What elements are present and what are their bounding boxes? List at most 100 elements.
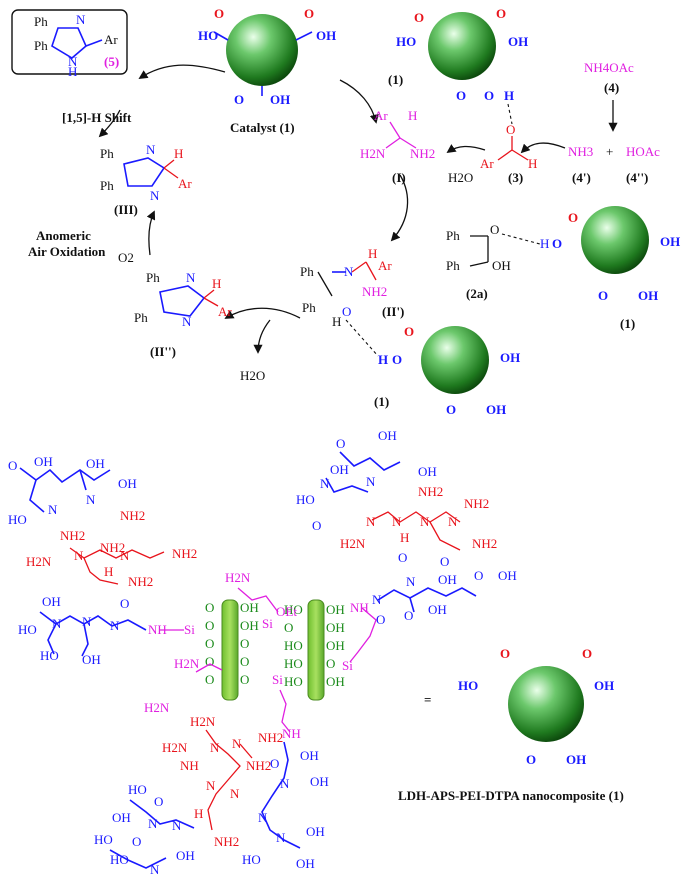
dtpa-pei-left: O OH OH OH HO N N NH2 NH2 H2N NH2 NH2 NH… (8, 454, 197, 667)
product-nh: N (68, 54, 78, 69)
ii2-n: N (186, 270, 196, 285)
cycle-arrow-shift (98, 109, 121, 138)
db-n-1: N (210, 740, 220, 755)
catr-oh: OH (508, 34, 528, 49)
dr-n-7: N (406, 574, 416, 589)
db-oh-2: OH (310, 774, 329, 789)
surf-o-9: O (284, 620, 293, 635)
db-oh-3: OH (306, 824, 325, 839)
intermediate-I: Ar H H2N NH2 (I) (360, 108, 435, 185)
catalyst-ball-icon (508, 666, 584, 742)
cycle-arrow-right (390, 174, 409, 242)
benzoin-ph-top: Ph (446, 228, 460, 243)
si-1: Si (184, 622, 195, 637)
dr-oh-4: OH (438, 572, 457, 587)
db-oh-4: OH (296, 856, 315, 871)
catalyst-ball-icon (581, 206, 649, 274)
iii-ar: Ar (178, 176, 192, 191)
catalyst-center: HO O OH O O OH Catalyst (1) (198, 6, 336, 135)
surf-o-3: O (205, 636, 214, 651)
nh4oac-label: (4) (604, 80, 619, 95)
ii1-o: O (342, 304, 351, 319)
aps-nh2-1: H2N (174, 656, 200, 671)
hoac-label: (4'') (626, 170, 648, 185)
surf-oh-3: OH (326, 602, 345, 617)
dl-nh2-2: NH2 (120, 508, 145, 523)
db-nh2-2: NH2 (246, 758, 271, 773)
dtpa-pei-bottom: H2N H2N NH N N NH2 NH2 N N H NH2 O N OH … (94, 714, 329, 877)
db-n-8: N (148, 816, 158, 831)
aldehyde-o: O (506, 122, 515, 137)
dl-n-3: N (74, 548, 84, 563)
db-ho-1: HO (242, 852, 261, 867)
dl-ho-1: HO (8, 512, 27, 527)
dr-o-7: O (404, 608, 413, 623)
dr-oh-6: OH (428, 602, 447, 617)
ii2-ph-top: Ph (146, 270, 160, 285)
dl-nh2-1: NH2 (60, 528, 85, 543)
oxidation-label-2: Air Oxidation (28, 244, 106, 259)
dr-n-8: N (372, 592, 382, 607)
cycle-arrow-top-right (339, 79, 379, 124)
catb-o2: O (404, 324, 414, 339)
cat-oh-left: HO (198, 28, 218, 43)
aps-nh-1: NH (148, 622, 167, 637)
iii-label: (III) (114, 202, 138, 217)
aps-nh-2: NH (350, 600, 369, 615)
benzoin-o: O (490, 222, 499, 237)
i-label: (I) (392, 170, 406, 185)
dl-oh-3: OH (118, 476, 137, 491)
iii-n-top: N (146, 142, 156, 157)
db-n-10: N (150, 862, 160, 877)
dl-oh-2: OH (86, 456, 105, 471)
cycle-arrow-oxidation (146, 210, 156, 256)
catr-label: (1) (388, 72, 403, 87)
catalyst-right: O O OH OH O (1) (552, 206, 680, 331)
product-n: N (76, 12, 86, 27)
benzoin: Ph Ph O OH H (2a) (446, 222, 549, 301)
db-oh-6: OH (176, 848, 195, 863)
leg-o-1: O (500, 646, 510, 661)
catalyst-ball-icon (428, 12, 496, 80)
dr-h2n-1: H2N (340, 536, 366, 551)
dr-o-6: O (376, 612, 385, 627)
dl-h2n-1: H2N (26, 554, 52, 569)
dr-n-2: N (366, 474, 376, 489)
surf-oh-4: OH (326, 620, 345, 635)
surf-o-6: O (240, 636, 249, 651)
ii1-ar: Ar (378, 258, 392, 273)
catalyst-bottom: H O O OH OH O (1) (374, 324, 520, 417)
dr-h-1: H (400, 530, 409, 545)
surf-oh-1: OH (240, 600, 259, 615)
catm-oh2: OH (638, 288, 658, 303)
db-o-3: O (132, 834, 141, 849)
aps-linkers: Si Si OEt Si Si H2N H2N H2N NH NH NH (144, 570, 377, 741)
leg-oh-2: OH (566, 752, 586, 767)
i-nh2-left: H2N (360, 146, 386, 161)
shift-label: [1,5]-H Shift (62, 110, 132, 125)
si-3: Si (272, 672, 283, 687)
dl-nh2-4: NH2 (172, 546, 197, 561)
db-ho-4: HO (110, 852, 129, 867)
leg-o-2: O (582, 646, 592, 661)
ii1-oh-h: H (332, 314, 341, 329)
cat-o-bottom: O (234, 92, 244, 107)
catalyst-label: Catalyst (1) (230, 120, 295, 135)
catb-o: O (392, 352, 402, 367)
ii2-ph-bottom: Ph (134, 310, 148, 325)
catalyst-ball-icon (421, 326, 489, 394)
catm-o2: O (568, 210, 578, 225)
catb-h: H (378, 352, 388, 367)
db-ho-2: HO (128, 782, 147, 797)
surf-o-5: O (205, 672, 214, 687)
cat-oh-bottom: OH (270, 92, 290, 107)
dr-oh-5: OH (498, 568, 517, 583)
surf-oh-2: OH (240, 618, 259, 633)
db-nh2-3: NH2 (214, 834, 239, 849)
db-n-6: N (258, 810, 268, 825)
db-n-2: N (232, 736, 242, 751)
surf-o-10: O (326, 656, 335, 671)
catm-label: (1) (620, 316, 635, 331)
surf-ho-1: HO (284, 602, 303, 617)
catalyst-top-right: HO O OH O O O H (1) (388, 6, 528, 125)
